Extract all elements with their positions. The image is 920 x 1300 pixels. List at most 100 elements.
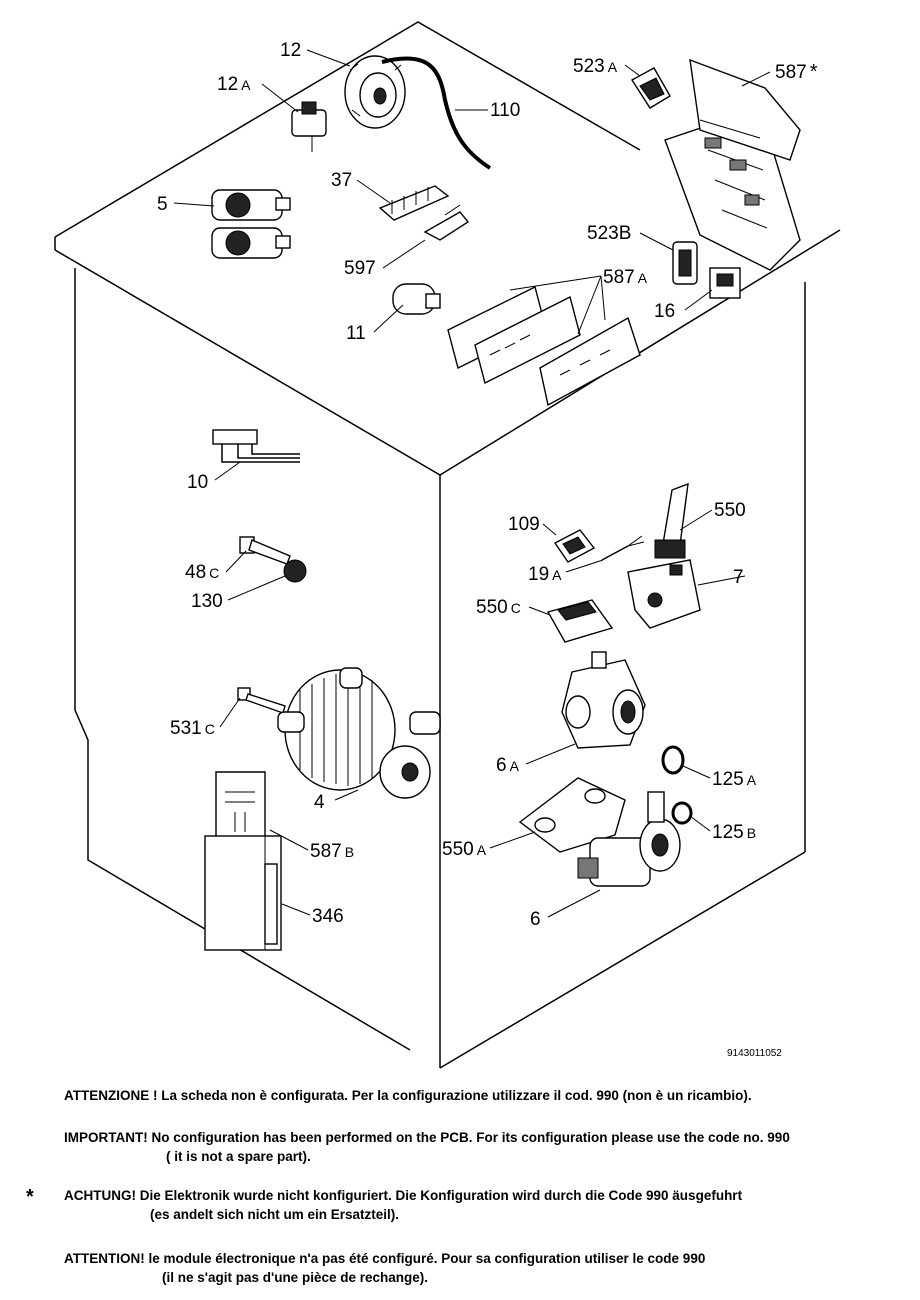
callout-suffix: B (345, 844, 354, 860)
note-italian-text: ATTENZIONE ! La scheda non è configurata… (64, 1088, 752, 1103)
asterisk-marker: * (26, 1186, 34, 1208)
part-130-nut (283, 559, 307, 583)
note-english: IMPORTANT! No configuration has been per… (64, 1130, 790, 1164)
callout-5: 5 (157, 194, 168, 215)
part-7-door-lock (627, 559, 701, 629)
callout-number: 48 (185, 562, 206, 583)
part-37-terminal-block (378, 185, 450, 221)
callout-number: 523B (587, 223, 631, 244)
callout-suffix: A (638, 270, 648, 286)
note-english-line-2: ( it is not a spare part). (166, 1149, 311, 1164)
callout-suffix: * (810, 61, 818, 83)
part-110-hose (381, 56, 492, 170)
callout-597: 597 (344, 258, 376, 279)
callout-number: 7 (733, 567, 744, 588)
callout-number: 5 (157, 194, 168, 215)
callout-number: 550 (476, 597, 508, 618)
leader-lines (173, 49, 771, 918)
callout-550: 550 (714, 500, 746, 521)
part-523a-knob (631, 67, 671, 109)
callout-number: 4 (314, 792, 325, 813)
note-italian: ATTENZIONE ! La scheda non è configurata… (64, 1088, 752, 1103)
cabinet-outline (54, 21, 841, 1069)
part-125a-gasket (661, 745, 685, 775)
callout-suffix: A (510, 758, 520, 774)
part-550c-cover (546, 599, 614, 643)
callout-number: 587 (310, 841, 342, 862)
callout-number: 587 (775, 62, 807, 83)
callout-587-star: 587* (775, 61, 818, 83)
note-french-line-2: (il ne s'agit pas d'une pièce de rechang… (162, 1270, 428, 1285)
part-587a-display-boards (447, 285, 641, 407)
note-english-line-1: IMPORTANT! No configuration has been per… (64, 1130, 790, 1145)
callout-number: 346 (312, 906, 344, 927)
callout-109: 109 (508, 514, 540, 535)
callout-suffix: A (477, 842, 487, 858)
callout-number: 10 (187, 472, 208, 493)
part-16-switch (709, 267, 741, 299)
callout-number: 523 (573, 56, 605, 77)
part-5-water-valve (211, 189, 291, 259)
callout-number: 550 (714, 500, 746, 521)
callout-number: 125 (712, 769, 744, 790)
callout-number: 19 (528, 564, 549, 585)
callout-11: 11 (346, 323, 366, 344)
callout-suffix: C (209, 565, 219, 581)
callout-12: 12 (280, 40, 301, 61)
callout-number: 130 (191, 591, 223, 612)
part-550a-filter-cover (518, 777, 626, 853)
callout-number: 109 (508, 514, 540, 535)
part-6-drain-pump (577, 791, 681, 887)
part-11-capacitor (392, 283, 441, 315)
part-109-seal (553, 529, 596, 563)
callout-suffix: A (608, 59, 618, 75)
note-german-line-2: (es andelt sich nicht um ein Ersatzteil)… (150, 1207, 400, 1222)
callout-suffix: B (747, 825, 756, 841)
part-10-heater (212, 429, 300, 463)
callout-suffix: C (511, 600, 521, 616)
document-id: 9143011052 (727, 1048, 782, 1059)
callout-number: 11 (346, 323, 366, 344)
callout-number: 531 (170, 718, 202, 739)
callout-suffix: A (747, 772, 757, 788)
callout-suffix: A (241, 77, 251, 93)
callout-number: 6 (530, 909, 541, 930)
callout-16: 16 (654, 301, 675, 322)
callout-suffix: A (552, 567, 562, 583)
part-587-main-pcb (664, 58, 801, 271)
callout-346: 346 (312, 906, 344, 927)
part-6a-pump-housing (561, 651, 646, 749)
callout-4: 4 (314, 792, 325, 813)
callout-number: 597 (344, 258, 376, 279)
part-12-pressure-switch (344, 55, 406, 129)
callout-10: 10 (187, 472, 208, 493)
part-4-motor (277, 667, 441, 799)
callout-37: 37 (331, 170, 352, 191)
note-french: ATTENTION! le module électronique n'a pa… (64, 1251, 705, 1285)
part-597-clip (423, 204, 470, 241)
callout-number: 110 (490, 100, 520, 121)
note-german: ACHTUNG! Die Elektronik wurde nicht konf… (64, 1188, 742, 1222)
part-19a-sensor (601, 535, 645, 561)
callout-number: 37 (331, 170, 352, 191)
part-125b-gasket (671, 801, 693, 825)
callout-110: 110 (490, 100, 520, 121)
part-48c-bolt (239, 536, 291, 565)
callout-130: 130 (191, 591, 223, 612)
callout-number: 550 (442, 839, 474, 860)
callout-number: 587 (603, 267, 635, 288)
part-12a-valve (291, 101, 327, 152)
callout-suffix: C (205, 721, 215, 737)
callout-523b: 523B (587, 223, 631, 244)
